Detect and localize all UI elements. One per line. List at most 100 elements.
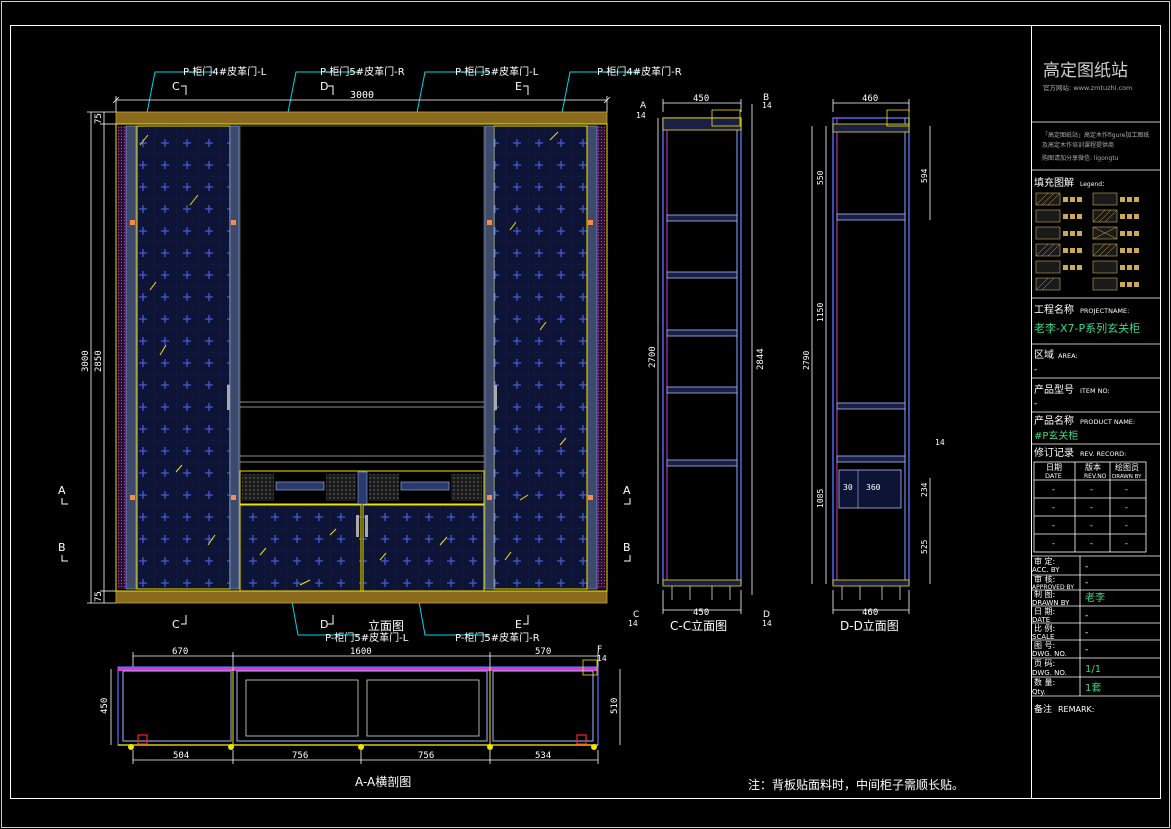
field-scale-value: - (1085, 628, 1088, 638)
plan-bottom-dim-1: 504 (173, 751, 189, 761)
drawing-frame (10, 25, 1161, 799)
field-qty-cn: 数 量: (1034, 677, 1055, 687)
remark-label: 备注 (1034, 703, 1052, 715)
elevation-caption: 立面图 (368, 618, 404, 633)
rev-label-en: REV. RECORD: (1080, 450, 1126, 458)
title-block: 高定图纸站 官方网站: www.zmtuzhi.com 「高定图纸站」高定木作f… (1031, 61, 1160, 715)
cc-top-width: 450 (693, 94, 709, 104)
project-label: 工程名称 (1034, 303, 1074, 316)
rev-header-date-en: DATE (1045, 472, 1062, 480)
rev-cell: - (1090, 539, 1093, 548)
plan-top-dim-3: 570 (535, 647, 551, 657)
field-date-cn: 日 期: (1034, 607, 1055, 616)
promo-line-1: 「高定图纸站」高定木作figure加工图纸 (1042, 131, 1149, 139)
field-date-value: - (1085, 611, 1088, 621)
field-acc-en: ACC. BY (1032, 566, 1060, 574)
section-mark-c-top: C (172, 80, 180, 93)
field-approved-en: APPROVED BY (1032, 584, 1074, 591)
item-label: 产品型号 (1034, 383, 1074, 396)
dd-top-width: 460 (862, 94, 878, 104)
plan-bottom-dim-4: 534 (535, 751, 551, 761)
plan-right-dim: 510 (610, 698, 620, 714)
dim-75-bottom: 75 (94, 591, 104, 602)
project-label-en: PROJECTNAME: (1080, 307, 1129, 315)
remark-label-en: REMARK: (1058, 705, 1095, 714)
elevation-width-dim: 3000 (350, 90, 374, 101)
product-value: #P玄关柜 (1034, 429, 1078, 442)
product-label-en: PRODUCT NAME: (1080, 418, 1135, 426)
field-approved-value: - (1085, 578, 1088, 588)
cc-mark-a: A (640, 101, 647, 111)
dd-dim-1150: 1150 (816, 303, 825, 322)
field-drawn-value: 老李 (1085, 591, 1105, 604)
rev-cell: - (1052, 521, 1055, 530)
callout-bottom-1: P-柜门5#皮革门-L (325, 631, 409, 644)
dim-2850-height: 2850 (94, 350, 104, 372)
cc-ref-bottom-right: 14 (762, 619, 772, 628)
dim-3000-height: 3000 (81, 350, 91, 372)
field-dwg-cn: 图 号: (1034, 641, 1055, 650)
cc-height-right: 2844 (756, 348, 766, 370)
rev-cell: - (1090, 485, 1093, 494)
rev-header-rev-en: REV.NO (1084, 473, 1107, 480)
brand-name: 高定图纸站 (1043, 61, 1128, 81)
callout-top-4: P-柜门4#皮革门-R (597, 65, 682, 78)
rev-header-rev: 版本 (1085, 462, 1101, 472)
dd-caption: D-D立面图 (840, 618, 899, 633)
project-value: 老李-X7-P系列玄关柜 (1034, 321, 1140, 335)
legend-en: Legend： (1080, 181, 1108, 188)
callout-top-2: P-柜门5#皮革门-R (320, 65, 405, 78)
plan-bottom-dim-3: 756 (418, 751, 434, 761)
brand-website: 官方网站: www.zmtuzhi.com (1043, 83, 1132, 92)
dd-dim-594: 594 (920, 168, 929, 183)
plan-left-dim: 450 (100, 698, 110, 714)
cc-height-left: 2700 (648, 346, 658, 368)
rev-cell: - (1125, 503, 1128, 512)
field-dwg-value: - (1085, 645, 1088, 655)
rev-header-drawn: 绘图员 (1115, 462, 1139, 472)
plan-top-dim-1: 670 (172, 647, 188, 657)
field-page-value: 1/1 (1085, 664, 1101, 675)
section-mark-d-top: D (320, 80, 328, 93)
field-page-en: DWG. NO. (1032, 669, 1067, 677)
field-drawn-cn: 制 图: (1034, 589, 1055, 599)
field-scale-en: SCALE (1032, 633, 1054, 641)
cc-ref-bottom-left: 14 (628, 619, 638, 628)
dim-75-top: 75 (94, 113, 104, 124)
dd-ref: 14 (935, 438, 945, 447)
field-drawn-en: DRAWN BY (1032, 599, 1070, 607)
promo-line-2: 及高定木作培训课程提供商 (1042, 141, 1114, 149)
dd-dim-550: 550 (816, 170, 825, 185)
cc-mark-b: B (763, 93, 769, 103)
area-value: - (1034, 365, 1037, 375)
rev-cell: - (1125, 521, 1128, 530)
field-approved-cn: 审 核: (1034, 574, 1055, 584)
field-page-cn: 页 码: (1034, 659, 1055, 668)
field-dwg-en: DWG. NO. (1032, 650, 1067, 658)
section-mark-d-bottom: D (320, 618, 328, 631)
dd-dim-234: 234 (920, 482, 929, 497)
section-mark-a-left: A (58, 484, 66, 497)
section-mark-a-right: A (623, 484, 631, 497)
section-cc: 450 450 420 2700 2844 A 14 B 14 C 14 D 1… (628, 93, 772, 633)
plan-aa: 670 1600 570 504 756 756 534 450 510 390… (100, 645, 621, 789)
cc-ref-top-right: 14 (762, 101, 772, 110)
cc-mark-c: C (633, 610, 639, 620)
rev-cell: - (1125, 539, 1128, 548)
rev-cell: - (1090, 521, 1093, 530)
field-qty-en: Qty. (1032, 688, 1046, 696)
callout-top-3: P-柜门5#皮革门-L (455, 65, 539, 78)
plan-bottom-dim-2: 756 (292, 751, 308, 761)
cc-ref-top-left: 14 (636, 111, 646, 120)
contact-line: 购图请加分享微信: ligongtu (1042, 154, 1119, 162)
rev-header-date: 日期 (1046, 463, 1062, 472)
callout-bottom-2: P-柜门5#皮革门-R (455, 631, 540, 644)
cc-bottom-width: 450 (693, 608, 709, 618)
dd-drawer-b: 360 (866, 483, 881, 492)
rev-label: 修订记录 (1034, 446, 1074, 459)
section-mark-e-bottom: E (515, 618, 522, 631)
section-mark-b-right: B (623, 541, 631, 554)
callout-top-1: P-柜门4#皮革门-L (183, 65, 267, 78)
